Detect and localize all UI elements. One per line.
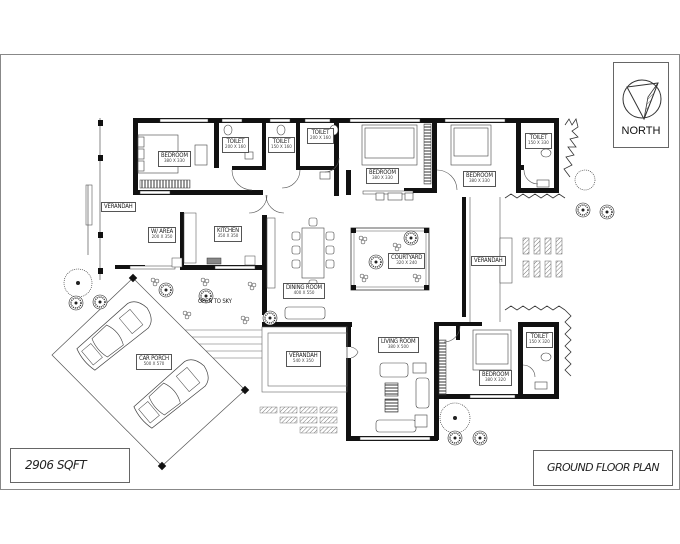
room-label-car-porch: CAR PORCH 500 X 570 <box>136 354 172 370</box>
room-label-living: LIVING ROOM 380 X 500 <box>378 337 419 353</box>
room-label-verandah-w: VERANDAH <box>101 202 136 212</box>
room-label-toilet-ne: TOILET 150 X 330 <box>525 133 552 149</box>
north-arrow-box: NORTH <box>613 62 669 148</box>
room-label-bedroom-ne: BEDROOM 380 X 330 <box>463 171 496 187</box>
room-label-open-to-sky: OPEN TO SKY <box>198 298 232 305</box>
room-label-verandah-e: VERANDAH <box>471 256 506 266</box>
room-label-kitchen: KITCHEN 350 X 350 <box>214 226 242 242</box>
room-label-bedroom-se: BEDROOM 380 X 320 <box>479 370 512 386</box>
room-label-verandah-s: VERANDAH 540 X 350 <box>286 351 321 367</box>
area-label: 2906 SQFT <box>10 448 130 483</box>
room-label-dining: DINING ROOM 400 X 550 <box>283 283 326 299</box>
room-label-courtyard: COURTYARD 320 X 240 <box>388 253 426 269</box>
north-label: NORTH <box>621 125 661 137</box>
room-label-work-area: W/ AREA 200 X 350 <box>148 227 177 243</box>
room-label-toilet-1: TOILET 200 X 160 <box>222 137 249 153</box>
plan-title: GROUND FLOOR PLAN <box>533 450 673 486</box>
room-label-bedroom-nw: BEDROOM 380 X 330 <box>158 151 191 167</box>
room-label-toilet-3: TOILET 200 X 160 <box>307 128 334 144</box>
compass-icon <box>622 79 662 121</box>
room-label-toilet-se: TOILET 150 X 320 <box>526 332 553 348</box>
room-label-toilet-2: TOILET 150 X 160 <box>268 137 295 153</box>
room-label-bedroom-n: BEDROOM 380 X 330 <box>366 168 399 184</box>
